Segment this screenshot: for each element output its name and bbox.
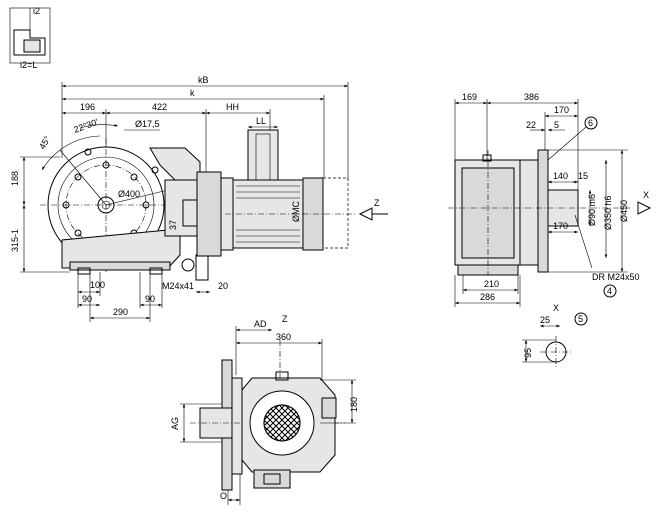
dim-360: 360 [276, 332, 291, 342]
callout-6: 6 [588, 118, 593, 128]
dim-O: O [220, 491, 227, 501]
angle-45: 45° [37, 134, 53, 151]
inset-label-i2l: i2=L [20, 60, 37, 70]
dim-290: 290 [113, 307, 128, 317]
dim-AD: AD [254, 319, 267, 329]
dim-HH: HH [226, 102, 239, 112]
dim-286: 286 [480, 292, 495, 302]
dim-422: 422 [152, 102, 167, 112]
top-view: AD Z 360 180 AG O [170, 314, 359, 505]
angle-arc-45 [41, 135, 101, 171]
callout-6-circle [584, 116, 598, 130]
view-arrow-x-icon [637, 201, 652, 215]
callout-4: 4 [607, 286, 612, 296]
dim-188: 188 [10, 171, 20, 186]
motor-adapter [196, 171, 222, 257]
mounting-position-inset: i2 i2=L [9, 6, 51, 70]
foot-bolt-icon [181, 258, 195, 272]
dim-d450: Ø450 [619, 200, 629, 222]
dim-100: 100 [90, 280, 105, 290]
front-view: kB k 196 422 HH LL [10, 75, 388, 322]
callout-5-circle [574, 312, 588, 326]
dim-196: 196 [80, 102, 95, 112]
bolt-circle-d400: Ø400 [118, 189, 140, 199]
dim-LL: LL [256, 116, 266, 126]
top-hollow-shaft-section [263, 404, 301, 442]
dim-d350h6: Ø350 h6 [603, 195, 613, 230]
dim-386: 386 [524, 92, 539, 102]
dim-180: 180 [349, 397, 359, 412]
terminal-box [247, 129, 279, 181]
dim-15: 15 [578, 171, 588, 181]
detail-x-view: X 25 5 95 [522, 303, 588, 368]
view-label-Z: Z [374, 198, 380, 208]
dim-d90m6: Ø90 m6 [587, 194, 597, 226]
foot-plate [69, 261, 171, 271]
dim-AG: AG [170, 417, 180, 430]
view-label-X: X [643, 190, 649, 200]
dim-140: 140 [553, 171, 568, 181]
view-label-Z-top: Z [282, 314, 288, 324]
dim-25: 25 [540, 315, 550, 325]
dim-170-top: 170 [554, 105, 569, 115]
top-foot [253, 469, 291, 489]
dim-210: 210 [484, 279, 499, 289]
motor-brake-option [322, 177, 349, 249]
angle-arc-22-30 [79, 124, 119, 129]
inset-label-i2: i2 [33, 6, 40, 16]
hole-diameter-17-5: Ø17,5 [135, 119, 160, 129]
view-arrow-icon [358, 207, 373, 221]
side-output-flange [537, 149, 549, 273]
dim-95: 95 [523, 348, 533, 358]
dim-20: 20 [218, 281, 228, 291]
dim-90-left: 90 [82, 294, 92, 304]
callout-5: 5 [578, 314, 583, 324]
callout-4-circle [603, 284, 617, 298]
motor-fins [236, 185, 300, 243]
dim-22: 22 [526, 120, 536, 130]
dim-5: 5 [554, 120, 559, 130]
dim-37: 37 [168, 220, 178, 230]
inset-gearbox-body [23, 39, 41, 53]
angle-22-30: 22°30' [72, 117, 99, 135]
dim-315: 315-1 [10, 229, 20, 252]
side-view: 169 386 170 22 5 6 140 15 170 Ø90 m [448, 92, 652, 307]
dim-170-bottom: 170 [553, 221, 568, 231]
gearbox-housing-upper [149, 147, 201, 181]
dim-kB: kB [198, 75, 209, 85]
dim-169: 169 [462, 92, 477, 102]
thread-M24x41: M24x41 [162, 281, 194, 291]
thread-DR: DR M24x50 [592, 272, 640, 282]
detail-view-label-X: X [553, 303, 559, 313]
coupling [182, 199, 198, 227]
dim-OMC: ØMC [291, 201, 301, 222]
dim-k: k [190, 88, 195, 98]
